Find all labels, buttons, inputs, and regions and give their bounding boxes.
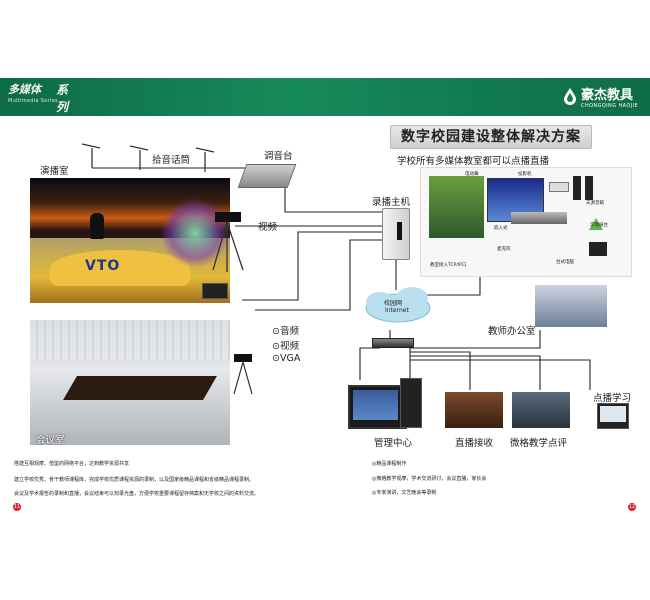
label-booth: 实物展台 (590, 223, 608, 228)
recorder-panel (397, 222, 402, 240)
main-subtitle: 学校所有多媒体教室都可以点播直播 (397, 156, 550, 167)
router-icon (372, 338, 414, 348)
body-left-line: 搭建互相观摩、借鉴的网络平台，达到教学资源共享 (14, 461, 130, 467)
laptop-icon (202, 283, 228, 299)
mixer-icon (237, 164, 297, 188)
label-pickup-mic: 拾音话筒 (152, 155, 191, 166)
brand-sub: CHONGQING HAOJIE (581, 103, 638, 109)
studio-sign: VTO (85, 258, 121, 274)
series-title-b: 系列 (56, 83, 69, 114)
page-number-left: 11 (13, 503, 21, 511)
brand-name: 豪杰教具 (581, 88, 634, 103)
series-subtitle: Multimedia Series (8, 98, 58, 104)
recorder-host-icon (382, 208, 410, 260)
camera-icon (212, 212, 244, 272)
label-meeting-room: 会议室 (36, 435, 65, 446)
label-internet: Internet (385, 307, 409, 314)
label-projector: 投影机 (518, 172, 532, 177)
label-campus-net: 校园网 (384, 300, 403, 307)
page-number-right: 12 (628, 503, 636, 511)
label-video: 视频 (258, 222, 278, 233)
signal-item: ⊙视频 (272, 341, 299, 352)
management-pc-icon (348, 385, 407, 429)
management-tower-icon (400, 378, 422, 428)
signal-item: ⊙音频 (272, 326, 299, 337)
series-title-text: 多媒体 (8, 83, 41, 96)
label-teacher-office: 教师办公室 (488, 326, 536, 337)
label-recorder-ip: 教室接入TCP/IP口 (430, 263, 467, 268)
body-right-line: ◎专家演讲，文艺晚会等录制 (372, 490, 437, 496)
signal-label: 视频 (279, 341, 299, 352)
label-embedded: 嵌入式 (494, 226, 508, 231)
signal-label: VGA (279, 353, 301, 364)
label-studio: 演播室 (40, 166, 69, 177)
label-vod: 点播学习 (593, 393, 632, 404)
meeting-room-photo (30, 320, 230, 445)
signal-label: 音频 (279, 326, 299, 337)
teacher-office-photo (535, 285, 607, 327)
label-speaker: 天源音箱 (586, 201, 604, 206)
series-title: 多媒体 Multimedia Series 系列 (8, 81, 68, 114)
classroom-panel (420, 167, 632, 277)
microphone-icons (81, 143, 215, 168)
camera-tripod-icon (233, 354, 253, 395)
label-live: 直播接收 (455, 438, 494, 449)
live-receive-photo (445, 392, 503, 428)
vod-pc-icon (597, 403, 629, 429)
body-left-line: 会议及学术报告的录制和直播，会议结束可以刻录光盘，方便学校重要课程留存档案和无学… (14, 491, 260, 497)
cloud-icon (365, 287, 431, 323)
header-band: 多媒体 Multimedia Series 系列 豪杰教具 CHONGQING … (0, 78, 650, 116)
label-mixer: 调音台 (264, 151, 293, 162)
body-left-line: 建立学校优秀、骨干教师课程库，完成学校优质课程资源的录制，以及国家级精品课程和省… (14, 477, 255, 483)
microteach-photo (512, 392, 570, 428)
body-right-line: ◎精品课程制作 (372, 461, 407, 467)
label-electronic-board: 电动幕 (465, 172, 479, 177)
signal-item: ⊙VGA (272, 353, 301, 364)
body-right-line: ◎微格教学观摩，学术交流研讨，会议直播，家长会 (372, 476, 487, 482)
main-title: 数字校园建设整体解决方案 (390, 125, 592, 149)
label-teacher-mic: 麦克风 (497, 247, 511, 252)
brand-logo: 豪杰教具 CHONGQING HAOJIE (563, 84, 638, 109)
label-management: 管理中心 (374, 438, 413, 449)
label-microteach: 微格教学点评 (510, 438, 568, 449)
label-recorder: 录播主机 (372, 197, 411, 208)
studio-photo: VTO (30, 178, 230, 303)
label-desktop: 台式电脑 (556, 260, 574, 265)
brand-drop-icon (564, 88, 577, 105)
